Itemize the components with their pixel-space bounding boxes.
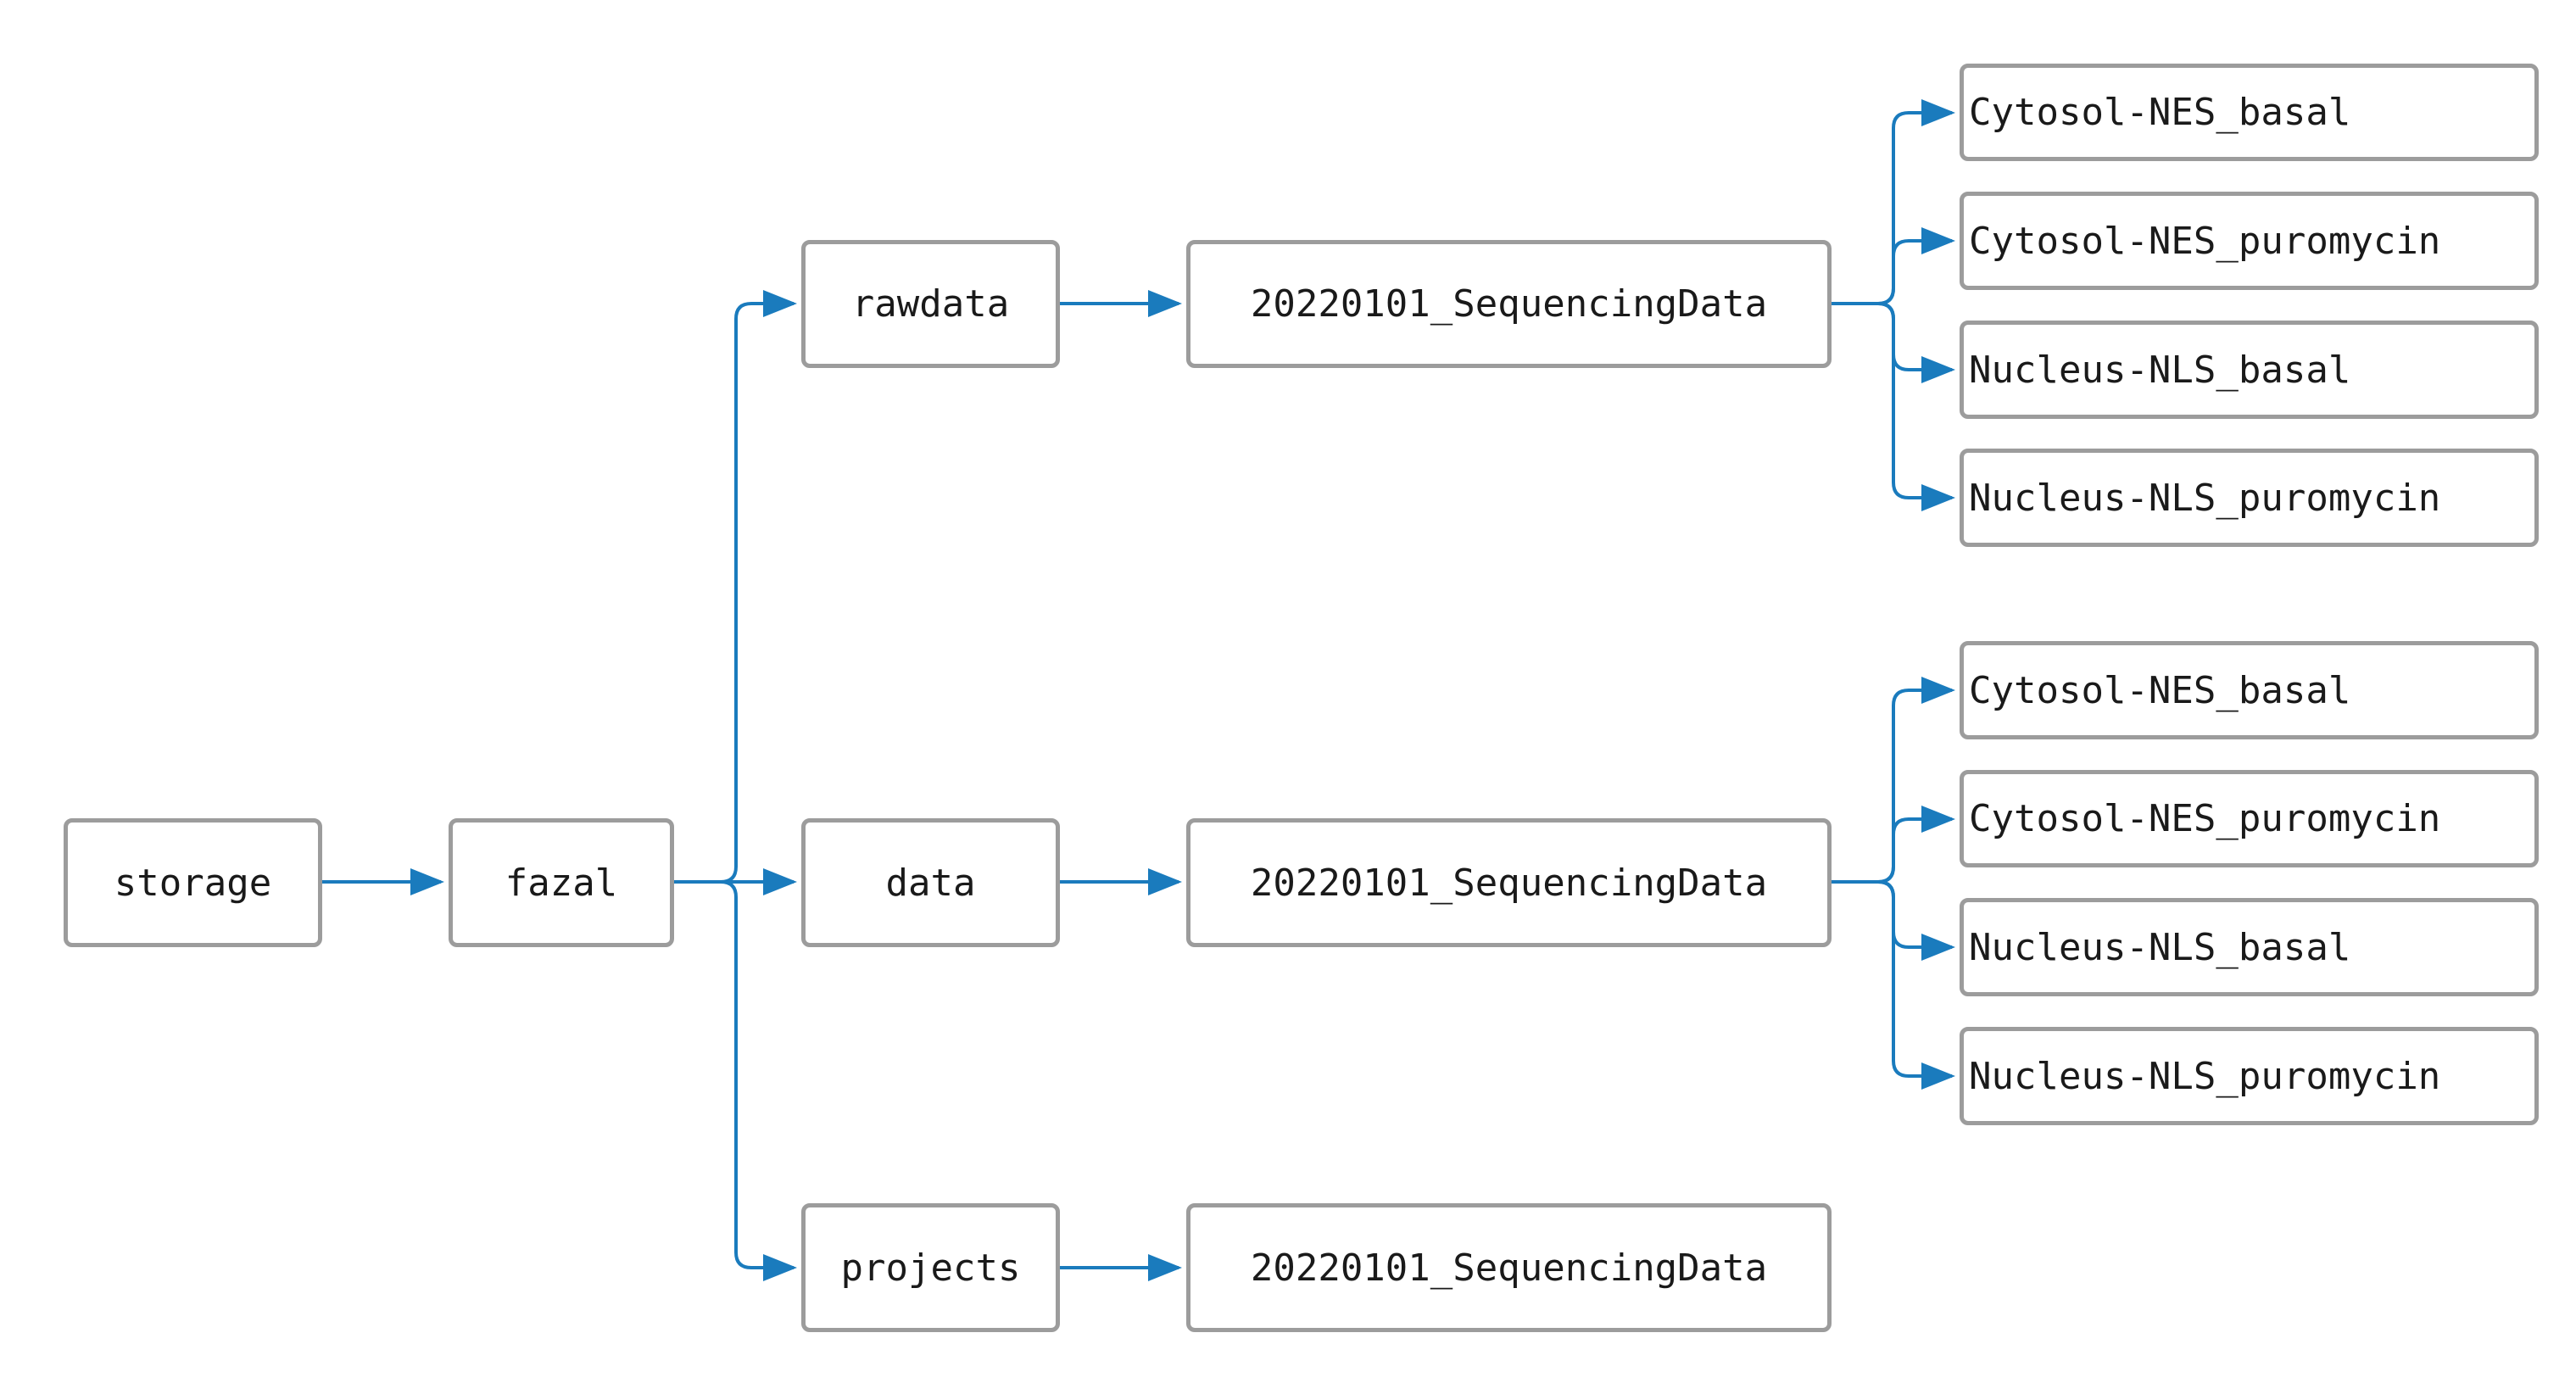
node-projects-sequencing-data: 20220101_SequencingData bbox=[1186, 1203, 1832, 1332]
node-data-sequencing-data: 20220101_SequencingData bbox=[1186, 818, 1832, 947]
edge-fazal-to-projects bbox=[674, 880, 797, 1281]
edge-fazal-to-rawdata bbox=[674, 290, 797, 884]
node-rawdata-sample: Cytosol-NES_puromycin bbox=[1960, 192, 2539, 290]
edge-rawdata-seq-to-sample-4 bbox=[1832, 302, 1955, 511]
node-rawdata-sample: Nucleus-NLS_basal bbox=[1960, 321, 2539, 419]
node-fazal: fazal bbox=[449, 818, 674, 947]
node-rawdata: rawdata bbox=[801, 240, 1060, 368]
edge-data-seq-to-sample-4 bbox=[1832, 880, 1955, 1090]
node-data-sample: Cytosol-NES_puromycin bbox=[1960, 770, 2539, 867]
node-rawdata-sample: Cytosol-NES_basal bbox=[1960, 64, 2539, 161]
node-rawdata-sample: Nucleus-NLS_puromycin bbox=[1960, 449, 2539, 547]
node-storage: storage bbox=[64, 818, 322, 947]
node-data-sample: Nucleus-NLS_puromycin bbox=[1960, 1027, 2539, 1125]
node-data-sample: Cytosol-NES_basal bbox=[1960, 641, 2539, 739]
node-rawdata-sequencing-data: 20220101_SequencingData bbox=[1186, 240, 1832, 368]
node-projects: projects bbox=[801, 1203, 1060, 1332]
node-data: data bbox=[801, 818, 1060, 947]
node-data-sample: Nucleus-NLS_basal bbox=[1960, 898, 2539, 996]
